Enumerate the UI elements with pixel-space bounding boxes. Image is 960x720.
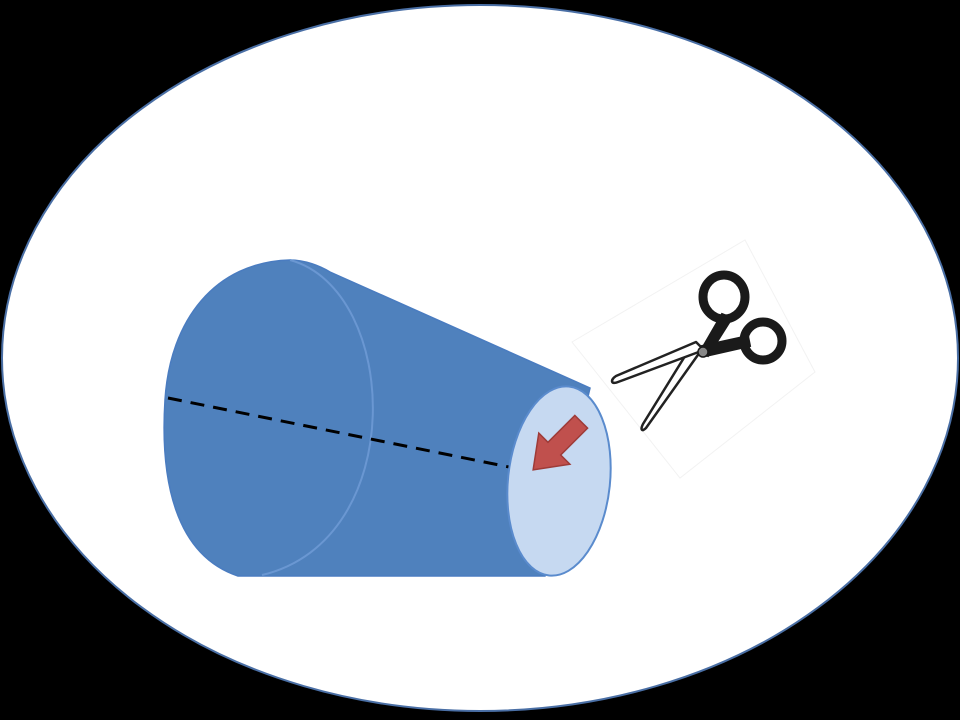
arrow-icon xyxy=(532,414,589,471)
arrow-shape xyxy=(532,414,589,471)
scissors-handle-ring-top xyxy=(698,270,750,324)
cup-rim-line xyxy=(261,259,374,576)
scissors-blade-lower xyxy=(640,346,702,432)
scissors-pivot xyxy=(697,346,709,358)
scissors-blade-upper xyxy=(610,340,706,385)
cup xyxy=(163,259,612,577)
scissors-handle-ring-right xyxy=(739,317,787,365)
cup-opening xyxy=(506,385,612,577)
cut-line xyxy=(167,396,515,470)
cup-body xyxy=(163,259,591,577)
scissors-icon xyxy=(571,239,816,479)
